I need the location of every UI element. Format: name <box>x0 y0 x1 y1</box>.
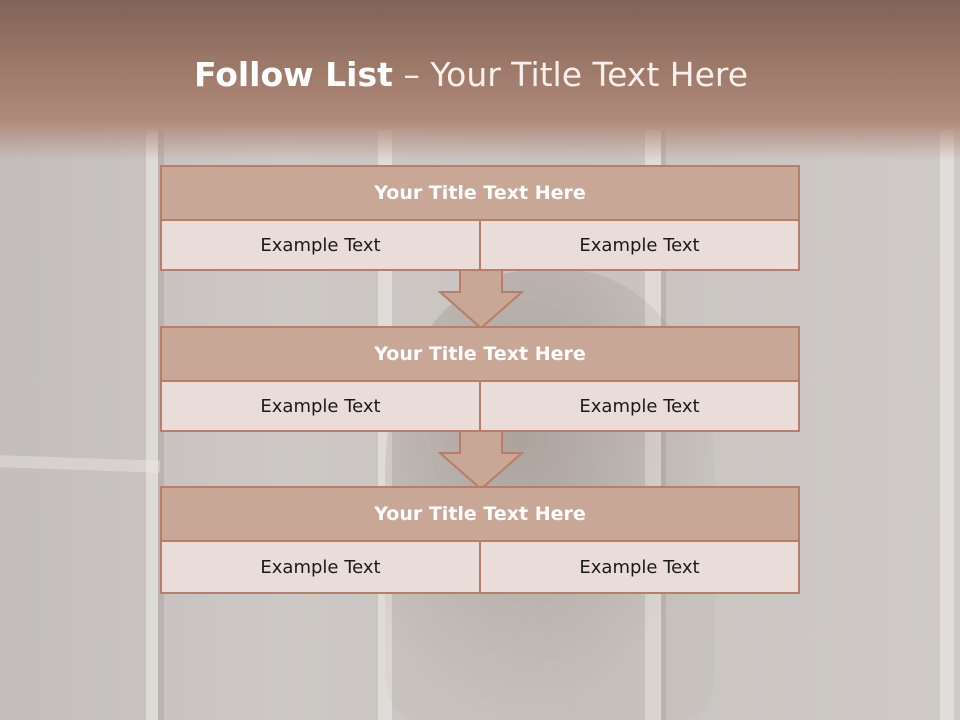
step-row: Example Text Example Text <box>160 382 800 432</box>
step-row: Example Text Example Text <box>160 221 800 271</box>
step-cell-right: Example Text <box>481 382 800 432</box>
step-block-2: Your Title Text Here Example Text Exampl… <box>160 326 800 432</box>
crossbar-decor <box>0 455 161 473</box>
step-cell-left: Example Text <box>160 221 481 271</box>
title-bold: Follow List <box>193 55 393 94</box>
bar-decor <box>146 130 158 720</box>
step-title: Your Title Text Here <box>160 486 800 542</box>
step-cell-right: Example Text <box>481 221 800 271</box>
down-arrow-icon <box>438 431 524 491</box>
slide-title: Follow List – Your Title Text Here <box>0 55 942 94</box>
header-band <box>0 0 960 160</box>
step-cell-right: Example Text <box>481 542 800 594</box>
step-cell-left: Example Text <box>160 382 481 432</box>
title-rest: – Your Title Text Here <box>392 55 749 94</box>
step-block-3: Your Title Text Here Example Text Exampl… <box>160 486 800 594</box>
step-cell-left: Example Text <box>160 542 481 594</box>
step-row: Example Text Example Text <box>160 542 800 594</box>
step-title: Your Title Text Here <box>160 165 800 221</box>
down-arrow-icon <box>438 270 524 330</box>
step-title: Your Title Text Here <box>160 326 800 382</box>
bar-decor <box>940 130 954 720</box>
step-block-1: Your Title Text Here Example Text Exampl… <box>160 165 800 271</box>
